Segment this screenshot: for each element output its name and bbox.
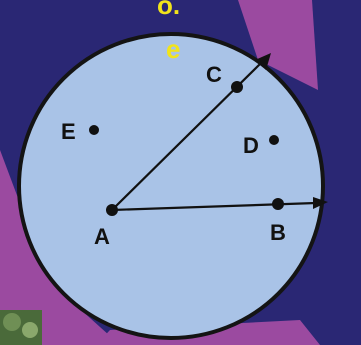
diagram-circle: [17, 32, 325, 340]
label-e: E: [61, 119, 76, 144]
point-d: [269, 135, 279, 145]
foliage-leaf: [3, 313, 21, 331]
label-c: C: [206, 62, 222, 87]
caption-line-2: e: [166, 34, 181, 64]
caption-line-1: o.: [157, 0, 181, 20]
point-e: [89, 125, 99, 135]
ray-ab-arrowhead: [313, 197, 328, 209]
background-wedge-top: [238, 0, 318, 90]
point-c: [231, 81, 243, 93]
background-wedge: [0, 150, 120, 345]
point-b: [272, 198, 284, 210]
label-d: D: [243, 133, 259, 158]
point-a: [106, 204, 118, 216]
label-a: A: [94, 224, 110, 249]
ray-ac-arrowhead: [255, 53, 271, 70]
label-b: B: [270, 220, 286, 245]
foliage-leaf: [22, 322, 38, 338]
